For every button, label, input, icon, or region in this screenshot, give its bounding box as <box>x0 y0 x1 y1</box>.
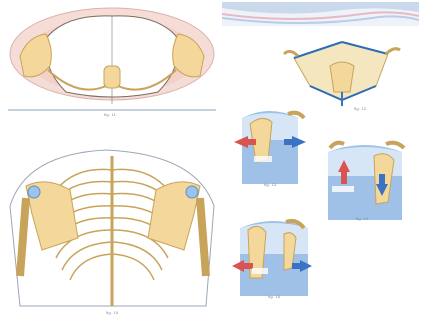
posterior-thorax-illustration <box>6 146 220 316</box>
thorax-cross-section-figure: fig. 11 <box>8 6 216 118</box>
scapula-vertical-arrows-illustration <box>318 132 412 224</box>
scapula-horizontal-arrows-illustration <box>228 208 320 302</box>
scapula-arrows-illustration-left <box>228 100 312 190</box>
figure-caption: fig. 15 <box>106 310 118 315</box>
header-band <box>222 2 419 26</box>
figure-caption: fig. 11 <box>104 112 116 117</box>
scapula-arrows-figure-left: fig. 13 <box>228 100 312 190</box>
posterior-thorax-figure: fig. 15 <box>6 146 220 316</box>
figure-caption: fig. 14 <box>356 216 368 221</box>
thorax-cross-section-illustration <box>8 6 216 118</box>
scapula-arrows-figure-bottom: fig. 16 <box>228 208 320 302</box>
figure-caption: fig. 13 <box>264 182 276 187</box>
figure-caption: fig. 12 <box>354 106 366 111</box>
decorative-wave-banner <box>222 2 419 26</box>
scapula-arrows-figure-right: fig. 14 <box>318 132 412 224</box>
figure-caption: fig. 16 <box>268 294 280 299</box>
